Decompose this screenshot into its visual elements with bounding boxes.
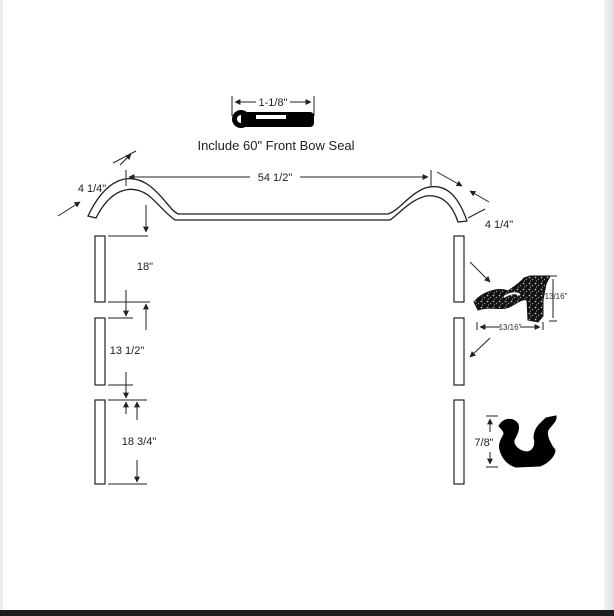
- rail-middle-label: 13 1/2": [110, 345, 145, 357]
- right-edge-shadow: [604, 0, 614, 616]
- door-seal-profile: [473, 275, 551, 323]
- door-seal-width-label: 13/16": [499, 323, 522, 332]
- bow-width-dimension: 54 1/2": [125, 170, 432, 186]
- door-seal-height-label: 13/16": [545, 292, 568, 301]
- front-bow-seal-profile: 1-1/8": [231, 96, 315, 128]
- right-rail-upper: [453, 235, 465, 303]
- left-edge: [0, 0, 3, 616]
- bottom-bar: [0, 610, 614, 616]
- right-rail-middle: [453, 317, 465, 386]
- rail-lower-label: 18 3/4": [122, 436, 157, 448]
- left-rail-middle: [94, 317, 106, 386]
- bottom-seal-height-label: 7/8": [474, 437, 493, 449]
- bow-right-depth-dimension: 4 1/4": [436, 171, 513, 231]
- bow-right-depth-label: 4 1/4": [485, 219, 513, 231]
- bow-width-label: 54 1/2": [258, 172, 293, 184]
- front-bow: [87, 177, 468, 223]
- right-rail-lower: [453, 399, 465, 485]
- left-rails: [94, 235, 106, 485]
- rail-upper-label: 18": [137, 261, 153, 273]
- seal-width-label: 1-1/8": [259, 97, 288, 109]
- left-rail-dimensions: [108, 235, 150, 485]
- left-rail-lower: [94, 399, 106, 485]
- front-bow-seal-caption: Include 60" Front Bow Seal: [197, 138, 354, 153]
- bottom-seal-profile: [498, 415, 557, 468]
- door-seal-dimensions: [476, 275, 557, 330]
- left-rail-upper: [94, 235, 106, 303]
- right-rails: [453, 235, 465, 485]
- bow-left-depth-dimension: 4 1/4": [57, 150, 137, 217]
- bottom-seal-dimensions: [486, 415, 498, 468]
- bow-left-depth-label: 4 1/4": [78, 183, 106, 195]
